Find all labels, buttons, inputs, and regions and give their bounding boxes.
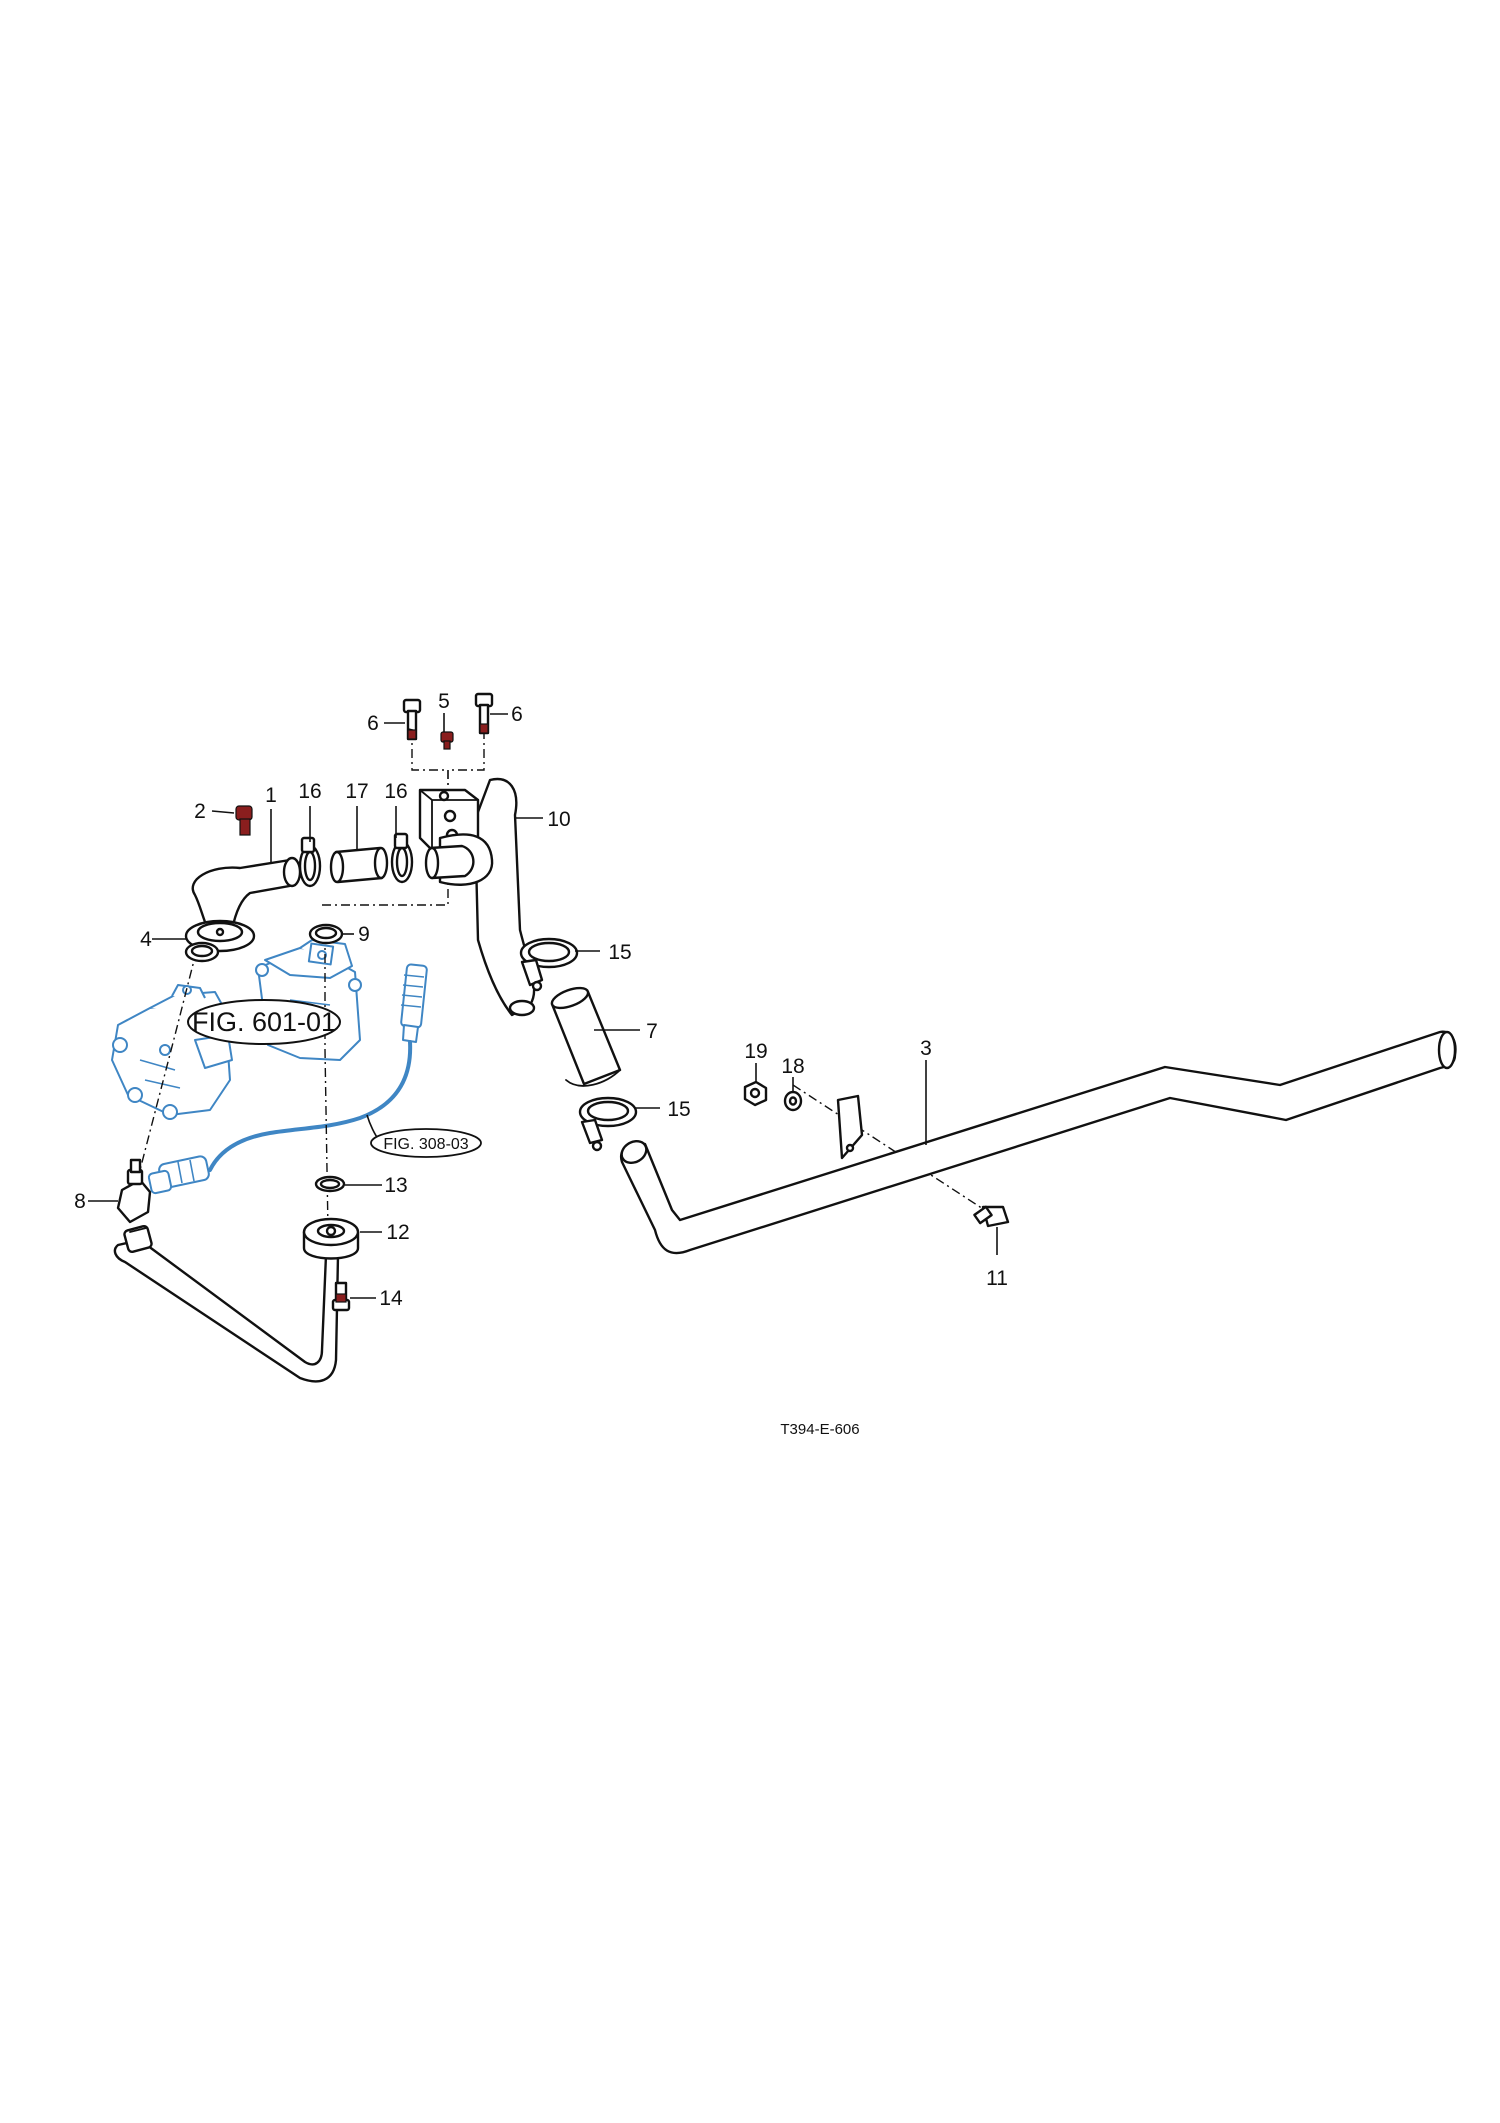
hose-clamp-part-15-upper xyxy=(519,937,579,992)
callout-14: 14 xyxy=(379,1287,403,1310)
callout-18: 18 xyxy=(781,1055,804,1078)
callout-17: 17 xyxy=(345,780,368,803)
o-ring-part-9 xyxy=(308,923,344,945)
bolt-part-6-right xyxy=(474,692,494,735)
callout-11: 11 xyxy=(986,1267,1008,1290)
elbow-hose-part-1 xyxy=(184,856,302,953)
callout-15-lower: 15 xyxy=(667,1098,690,1121)
callout-7: 7 xyxy=(646,1020,658,1043)
nut-part-19 xyxy=(743,1080,768,1107)
callout-12: 12 xyxy=(386,1221,409,1244)
callout-9: 9 xyxy=(358,923,370,946)
callout-6-right: 6 xyxy=(511,703,523,726)
callout-4: 4 xyxy=(140,928,152,951)
callout-3: 3 xyxy=(920,1037,932,1060)
drawing-code: T394-E-606 xyxy=(780,1421,859,1438)
bolt-part-14 xyxy=(331,1281,351,1312)
callout-15-upper: 15 xyxy=(608,941,631,964)
callout-5: 5 xyxy=(438,690,450,713)
callout-2: 2 xyxy=(194,800,206,823)
washer-part-18 xyxy=(783,1090,803,1112)
straight-hose-part-17 xyxy=(329,846,389,884)
o-ring-part-4 xyxy=(184,941,220,963)
callout-8: 8 xyxy=(74,1190,86,1213)
hydraulic-pipe xyxy=(113,1224,340,1383)
sensor-line-reference xyxy=(147,963,428,1195)
hose-part-7 xyxy=(550,986,622,1087)
bolt-part-2 xyxy=(235,805,253,836)
hose-clamp-part-16-right xyxy=(390,832,414,884)
figure-ref-pump[interactable]: FIG. 601-01 xyxy=(187,999,341,1045)
callout-numbers: 1 2 3 4 5 6 6 7 8 9 10 11 12 13 14 15 15… xyxy=(74,690,1008,1310)
long-pipe-part-3 xyxy=(619,1030,1457,1255)
callout-1: 1 xyxy=(265,784,277,807)
hose-clamp-part-15-lower xyxy=(578,1096,638,1152)
callout-16-left: 16 xyxy=(298,780,321,803)
bolt-part-5 xyxy=(440,731,454,750)
figure-ref-pump-label: FIG. 601-01 xyxy=(192,1007,336,1037)
flange-part-12 xyxy=(302,1217,360,1260)
figure-ref-sensor-line[interactable]: FIG. 308-03 xyxy=(370,1128,482,1158)
callout-13: 13 xyxy=(384,1174,407,1197)
bolt-part-11 xyxy=(973,1205,1010,1228)
figure-ref-sensor-line-label: FIG. 308-03 xyxy=(383,1136,468,1153)
o-ring-part-13 xyxy=(314,1175,346,1193)
block-pipe-part-10 xyxy=(418,777,536,1017)
callout-16-right: 16 xyxy=(384,780,407,803)
bolt-part-6-left xyxy=(402,698,422,741)
callout-6-left: 6 xyxy=(367,712,379,735)
elbow-fitting-part-8 xyxy=(116,1158,152,1224)
hose-clamp-part-16-left xyxy=(298,836,322,888)
callout-19: 19 xyxy=(744,1040,767,1063)
callout-10: 10 xyxy=(547,808,570,831)
